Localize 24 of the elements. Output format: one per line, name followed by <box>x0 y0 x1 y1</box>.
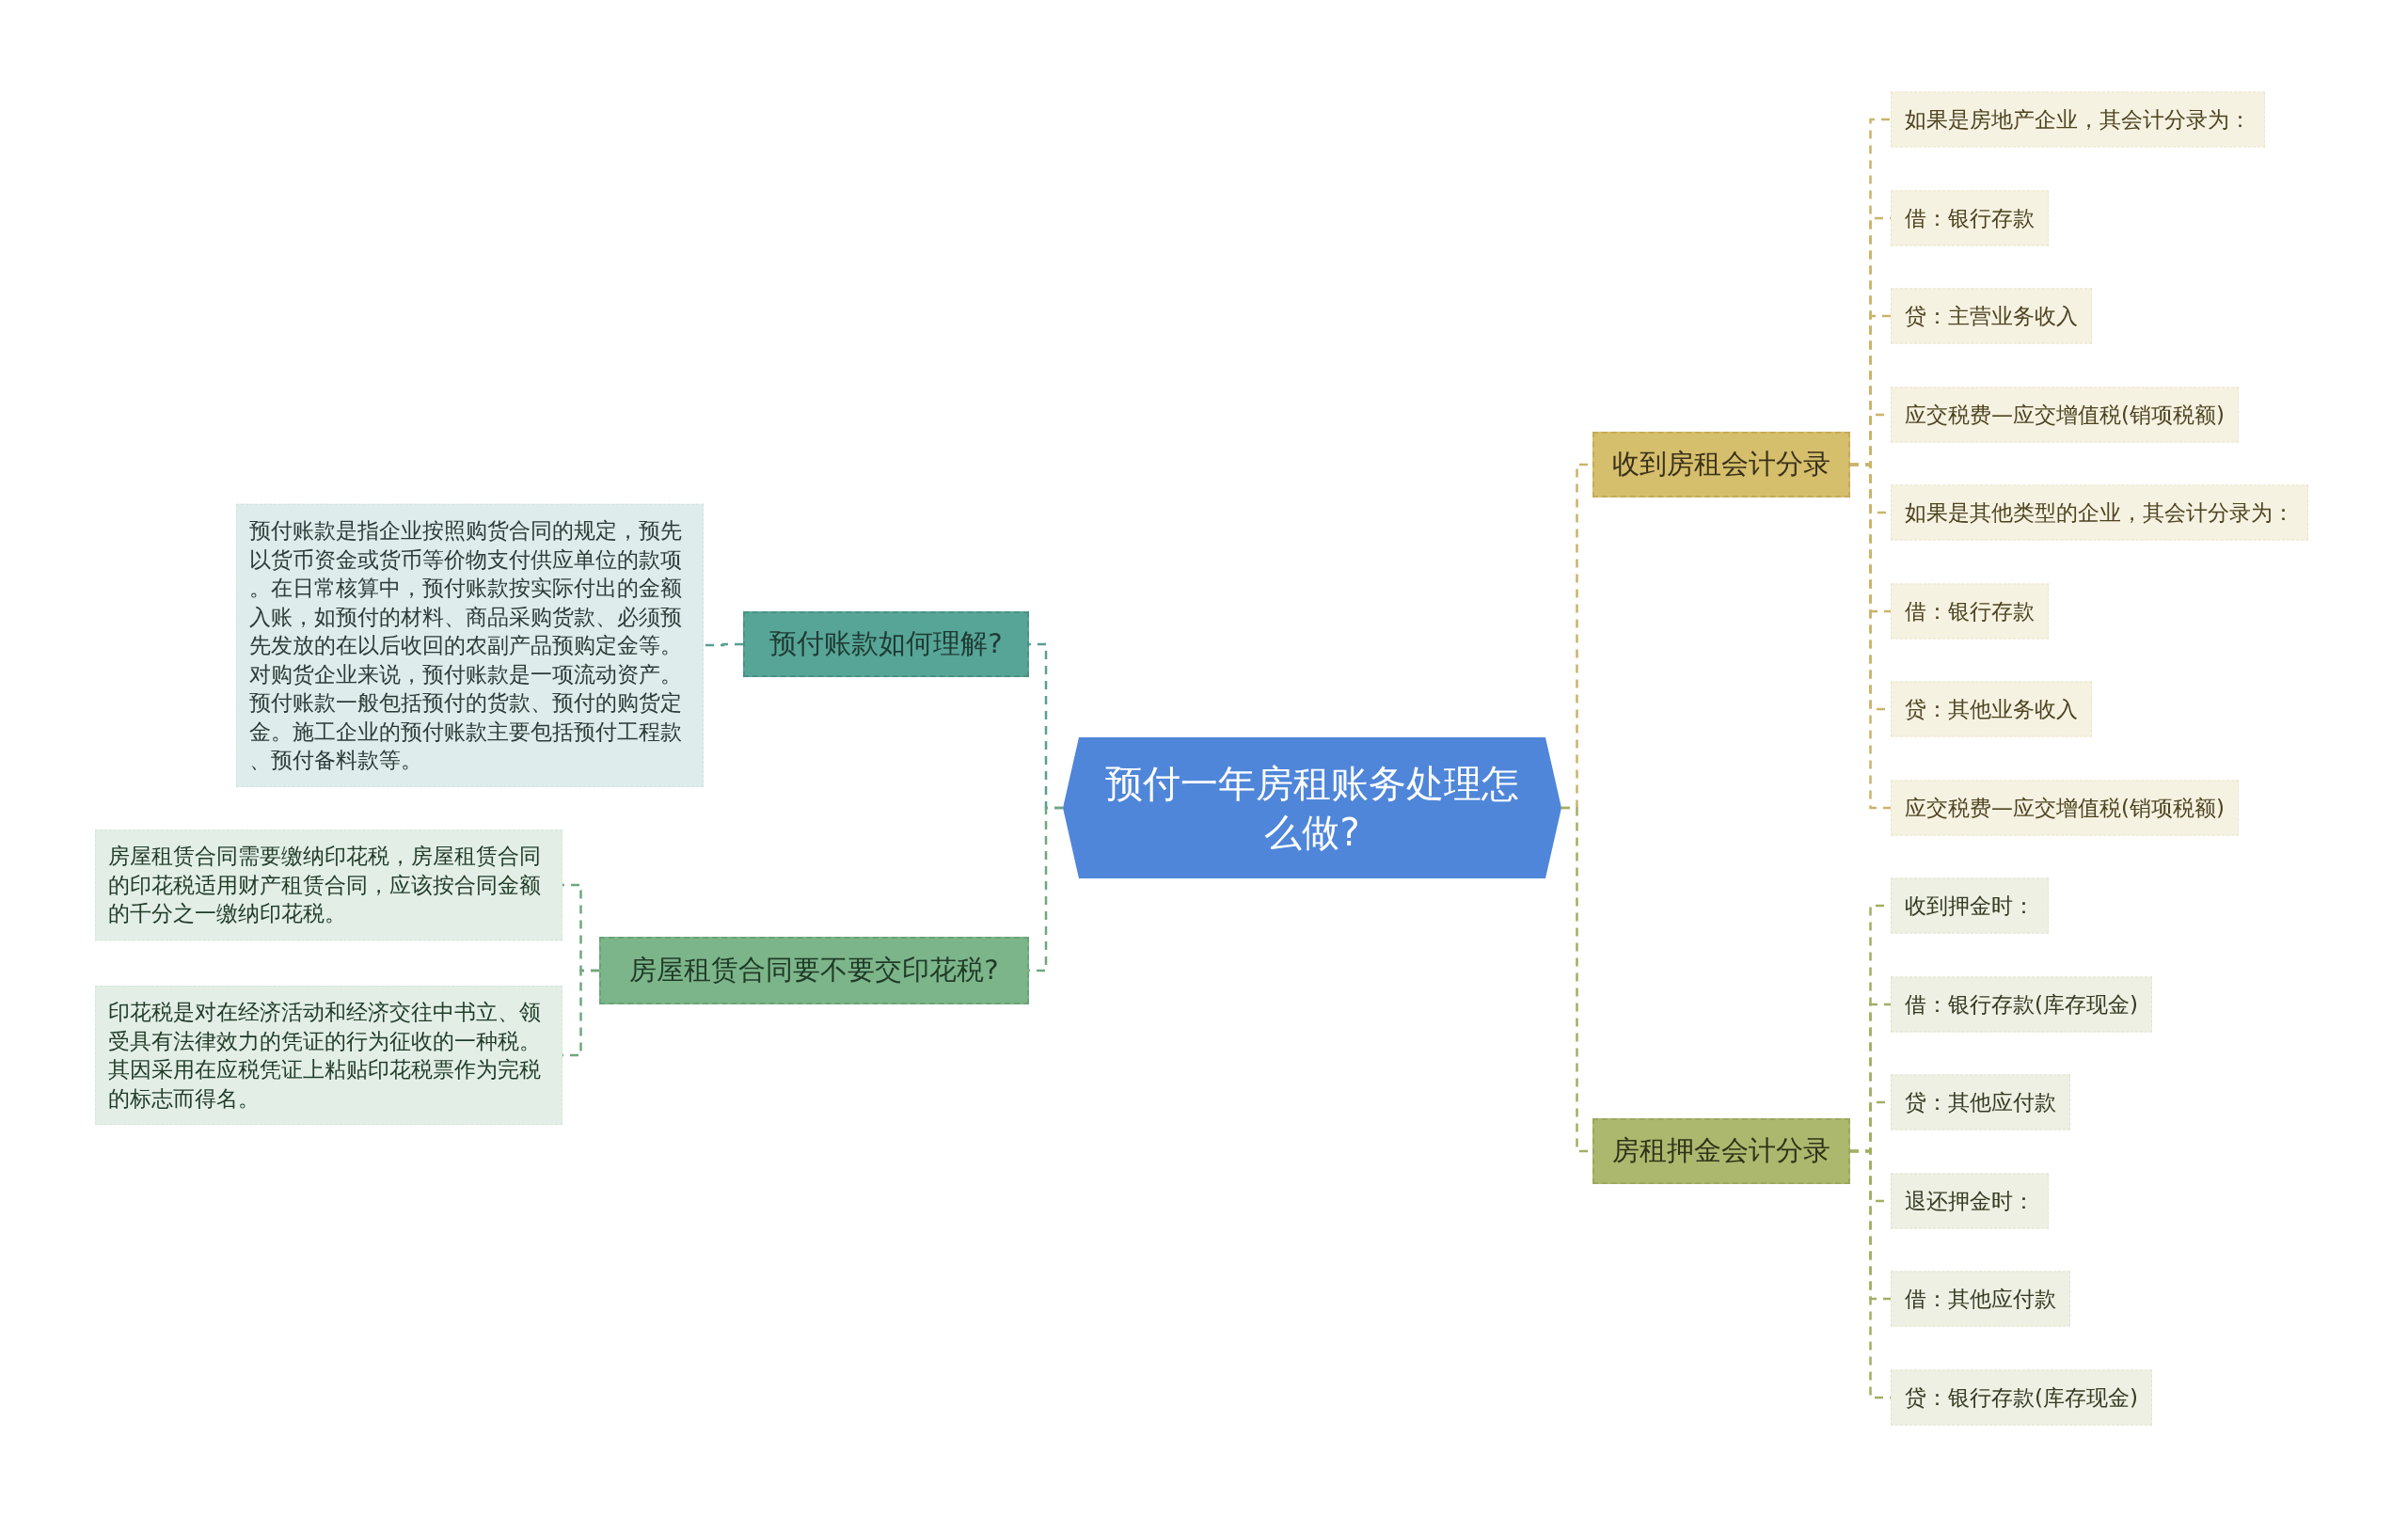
leaf-topic: 借：银行存款 <box>1891 583 2049 640</box>
branch-topic: 房屋租赁合同要不要交印花税? <box>599 937 1029 1004</box>
leaf-topic: 收到押金时： <box>1891 877 2049 934</box>
leaf-topic: 贷：银行存款(库存现金) <box>1891 1369 2152 1426</box>
leaf-topic: 如果是其他类型的企业，其会计分录为： <box>1891 484 2308 541</box>
leaf-topic: 退还押金时： <box>1891 1173 2049 1229</box>
connector-line <box>704 642 743 647</box>
leaf-topic: 贷：主营业务收入 <box>1891 288 2092 344</box>
note-box: 印花税是对在经济活动和经济交往中书立、领受具有法律效力的凭证的行为征收的一种税。其因采用在应税凭证上粘贴印花税票作为完税的标志而得名。 <box>95 986 562 1125</box>
leaf-topic: 应交税费—应交增值税(销项税额) <box>1891 780 2239 836</box>
note-box: 预付账款是指企业按照购货合同的规定，预先以货币资金或货币等价物支付供应单位的款项。在日常核算中，预付账款按实际付出的金额入账，如预付的材料、商品采购货款、必须预先发放的在以后收回的农副产品预购定金等。对购货企业来说，预付账款是一项流动资产。预付账款一般包括预付的货款、预付的购货定金。施工企业的预付账款主要包括预付工程款、预付备料款等。 <box>236 503 704 787</box>
branch-topic: 收到房租会计分录 <box>1592 432 1850 498</box>
leaf-topic: 贷：其他业务收入 <box>1891 681 2092 737</box>
leaf-topic: 贷：其他应付款 <box>1891 1074 2070 1130</box>
leaf-topic: 借：银行存款 <box>1891 190 2049 246</box>
note-box: 房屋租赁合同需要缴纳印花税，房屋租赁合同的印花税适用财产租赁合同，应该按合同金额的千分之一缴纳印花税。 <box>95 830 562 940</box>
leaf-topic: 借：银行存款(库存现金) <box>1891 976 2152 1033</box>
central-topic: 预付一年房租账务处理怎么做? <box>1063 737 1561 878</box>
branch-topic: 预付账款如何理解? <box>743 611 1029 677</box>
leaf-topic: 如果是房地产企业，其会计分录为： <box>1891 91 2265 148</box>
leaf-topic: 应交税费—应交增值税(销项税额) <box>1891 387 2239 443</box>
leaf-topic: 借：其他应付款 <box>1891 1271 2070 1327</box>
branch-topic: 房租押金会计分录 <box>1592 1118 1850 1184</box>
connector-line <box>1850 463 1891 810</box>
